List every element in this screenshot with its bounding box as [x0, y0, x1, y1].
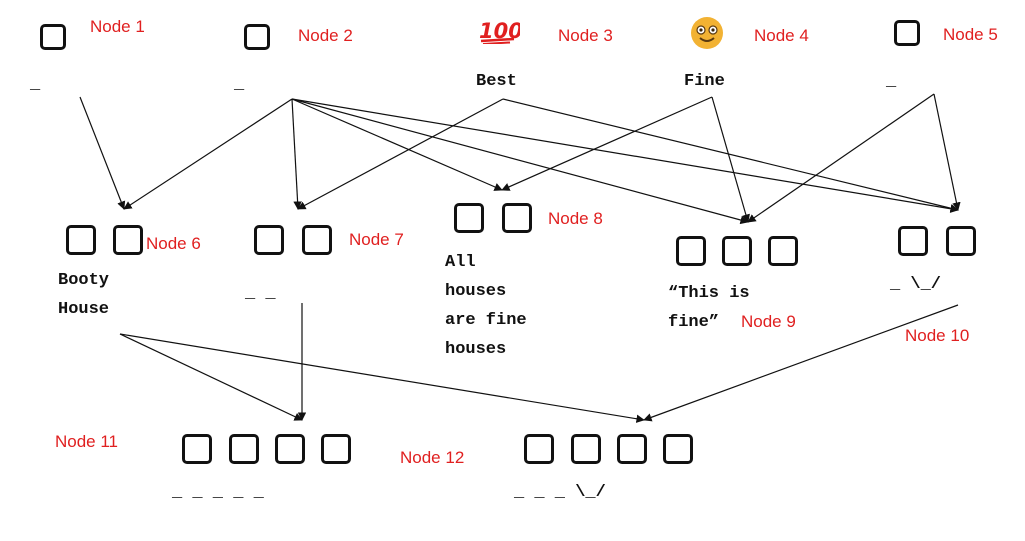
- node-12-cell-2: [571, 434, 601, 464]
- node-6-cell-1: [66, 225, 96, 255]
- node-10-label: Node 10: [905, 326, 970, 345]
- edge-node-4-to-node-9: [711, 96, 750, 223]
- edge-node-2-to-node-7: [291, 98, 302, 210]
- node-10-cell-2: [946, 226, 976, 256]
- edge-node-2-to-node-8: [291, 98, 503, 191]
- node-3-text: Best: [476, 72, 517, 91]
- node-9-text: “This is fine”: [668, 284, 750, 332]
- node-2-label: Node 2: [298, 26, 353, 45]
- edge-node-2-to-node-10: [291, 98, 959, 213]
- node-4-text: Fine: [684, 72, 725, 91]
- node-12-text: _ _ _ \_/: [514, 483, 606, 502]
- node-10-cell-1: [898, 226, 928, 256]
- node-9-cell-3: [768, 236, 798, 266]
- edge-node-10-to-node-12: [643, 304, 959, 422]
- node-1-cell: [40, 24, 66, 50]
- node-12-cell-4: [663, 434, 693, 464]
- node-1-text: _: [30, 75, 41, 94]
- node-10-text: _ \_/: [890, 275, 942, 294]
- node-7-text: _ _: [245, 284, 276, 303]
- edge-node-5-to-node-9: [747, 93, 935, 223]
- node-8-cell-1: [454, 203, 484, 233]
- node-9-cell-2: [722, 236, 752, 266]
- node-12-cell-3: [617, 434, 647, 464]
- node-8-label: Node 8: [548, 209, 603, 228]
- node-11-cell-3: [275, 434, 305, 464]
- node-9-cell-1: [676, 236, 706, 266]
- node-3-label: Node 3: [558, 26, 613, 45]
- node-5-label: Node 5: [943, 25, 998, 44]
- edge-node-6-to-node-12: [119, 333, 645, 423]
- node-7-cell-1: [254, 225, 284, 255]
- node-6-label: Node 6: [146, 234, 201, 253]
- node-7-label: Node 7: [349, 230, 404, 249]
- node-11-cell-2: [229, 434, 259, 464]
- node-2-text: _: [234, 75, 245, 94]
- edge-node-1-to-node-6: [79, 96, 126, 210]
- edge-node-4-to-node-8: [501, 96, 713, 191]
- node-12-cell-1: [524, 434, 554, 464]
- node-2-cell: [244, 24, 270, 50]
- edge-node-3-to-node-10: [502, 98, 959, 213]
- node-8-text: All houses are fine houses: [445, 253, 527, 359]
- node-11-cell-1: [182, 434, 212, 464]
- edge-node-5-to-node-10: [933, 93, 961, 211]
- node-6-cell-2: [113, 225, 143, 255]
- node-11-cell-4: [321, 434, 351, 464]
- node-11-label: Node 11: [55, 432, 119, 451]
- node-8-cell-2: [502, 203, 532, 233]
- node-12-label: Node 12: [400, 448, 465, 467]
- smiling-face-icon: [691, 17, 723, 49]
- node-6-text: Booty House: [58, 271, 110, 319]
- edge-node-2-to-node-9: [291, 98, 749, 225]
- node-4-label: Node 4: [754, 26, 809, 45]
- edge-node-6-to-node-11: [119, 333, 303, 421]
- node-9-label: Node 9: [741, 312, 796, 331]
- hundred-points-icon: 100: [479, 19, 520, 44]
- edge-node-3-to-node-7: [297, 98, 504, 210]
- node-5-text: _: [886, 72, 897, 91]
- edge-layer: [79, 93, 961, 423]
- node-7-cell-2: [302, 225, 332, 255]
- node-1-label: Node 1: [90, 17, 145, 36]
- node-5-cell: [894, 20, 920, 46]
- edge-node-2-to-node-6: [123, 98, 293, 210]
- node-11-text: _ _ _ _ _: [172, 483, 264, 502]
